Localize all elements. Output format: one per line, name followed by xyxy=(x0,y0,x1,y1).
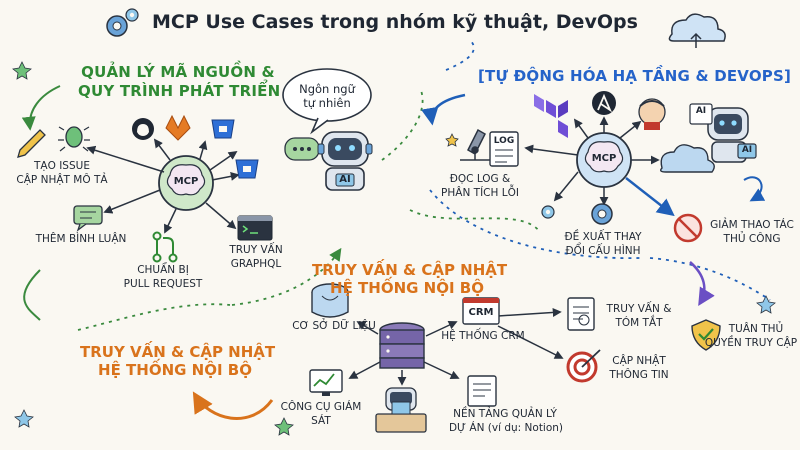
label-comment: THÊM BÌNH LUẬN xyxy=(35,233,127,245)
label-monitor-line-2: SÁT xyxy=(311,415,331,427)
label-logs-line-2: PHÂN TÍCH LỖI xyxy=(441,187,519,199)
crm-box-label: CRM xyxy=(468,307,494,318)
comment-icon xyxy=(73,205,103,232)
label-database: CƠ SỞ DỮ LIỆU xyxy=(292,320,376,332)
side-heading-internal-line-1: TRUY VẤN & CẬP NHẬT xyxy=(80,343,276,361)
hub-label-infra: MCP xyxy=(591,153,617,164)
gear-icon xyxy=(541,205,555,219)
label-logs-line-1: ĐỌC LOG & xyxy=(449,173,511,185)
robot-badge: AI xyxy=(339,174,351,185)
label-summary-line-2: TÓM TẮT xyxy=(615,317,663,329)
gear-icon xyxy=(106,8,139,37)
label-projects-line-1: NỀN TẢNG QUẢN LÝ xyxy=(453,408,557,420)
curved-arrow xyxy=(689,261,715,306)
label-crm: HỆ THỐNG CRM xyxy=(441,330,525,342)
bitbucket-icon xyxy=(235,159,259,179)
section-heading-internal-line-1: TRUY VẤN & CẬP NHẬT xyxy=(312,261,508,279)
comment-icon xyxy=(284,137,320,161)
label-pr-line-1: CHUẨN BỊ xyxy=(137,264,189,276)
section-heading-source-line-2: QUY TRÌNH PHÁT TRIỂN xyxy=(78,82,281,100)
robot-badge: AI xyxy=(741,145,753,155)
crm-icon xyxy=(462,297,500,325)
pencil-icon xyxy=(17,129,46,158)
log-document-icon xyxy=(489,131,519,167)
label-summary-line-1: TRUY VẤN & xyxy=(606,303,672,315)
robot-icon xyxy=(375,387,427,433)
speech-bubble-line-1: Ngôn ngữ xyxy=(299,82,355,96)
speech-bubble-line-2: tự nhiên xyxy=(303,96,351,110)
robot-badge: AI xyxy=(695,106,707,116)
label-access-line-2: QUYỀN TRUY CẬP xyxy=(704,337,798,349)
label-graphql-line-2: GRAPHQL xyxy=(230,258,282,270)
section-heading-internal-line-2: HỆ THỐNG NỘI BỘ xyxy=(330,279,484,297)
curved-arrow xyxy=(743,176,766,202)
label-projects-line-2: DỰ ÁN (ví dụ: Notion) xyxy=(448,422,564,434)
label-config-line-2: ĐỔI CẤU HÌNH xyxy=(565,245,641,257)
page-title: MCP Use Cases trong nhóm kỹ thuật, DevOp… xyxy=(152,11,638,33)
speech-bubble xyxy=(282,68,372,135)
microscope-icon xyxy=(460,128,490,161)
log-doc-label: LOG xyxy=(493,136,515,146)
database-icon xyxy=(311,283,349,318)
dashed-flow-lines xyxy=(77,39,771,331)
jenkins-icon xyxy=(638,98,666,130)
label-manual-line-2: THỦ CÔNG xyxy=(723,233,781,245)
section-heading-infra: [TỰ ĐỘNG HÓA HẠ TẦNG & DEVOPS] xyxy=(478,67,792,85)
label-access-line-1: TUÂN THỦ xyxy=(728,323,784,335)
no-hand-icon xyxy=(673,213,703,243)
curved-arrow xyxy=(23,269,41,321)
side-heading-internal-line-2: HỆ THỐNG NỘI BỘ xyxy=(98,361,252,379)
gitlab-icon xyxy=(165,114,191,141)
gear-icon xyxy=(591,203,613,225)
document-icon xyxy=(467,375,497,407)
pull-request-icon xyxy=(152,231,178,263)
mcp-hub-source xyxy=(158,155,214,211)
ansible-icon xyxy=(592,91,616,115)
robot-icon xyxy=(317,131,373,191)
hub-label-source: MCP xyxy=(173,176,199,187)
github-icon xyxy=(132,118,154,140)
label-pr-line-2: PULL REQUEST xyxy=(123,278,203,290)
terminal-icon xyxy=(237,215,273,241)
section-heading-source-line-1: QUẢN LÝ MÃ NGUỒN & xyxy=(81,63,275,81)
server-stack-icon xyxy=(379,322,425,369)
bitbucket-icon xyxy=(211,119,235,139)
target-icon xyxy=(566,349,601,383)
curved-arrow xyxy=(21,85,61,131)
cloud-upload-icon xyxy=(668,13,726,48)
label-update-line-1: CẬP NHẬT xyxy=(612,355,666,367)
robot-icon xyxy=(689,103,757,163)
label-update-line-2: THÔNG TIN xyxy=(609,369,669,381)
label-config-line-1: ĐỀ XUẤT THAY xyxy=(564,231,642,243)
shield-check-icon xyxy=(691,319,721,351)
sparkle-decoration xyxy=(12,61,776,436)
document-icon xyxy=(567,297,595,331)
label-manual-line-1: GIẢM THAO TÁC xyxy=(710,219,794,231)
curved-arrow xyxy=(192,391,274,420)
terraform-icon xyxy=(534,94,568,138)
label-issue-line-1: TẠO ISSUE xyxy=(34,160,90,172)
monitor-chart-icon xyxy=(309,369,343,396)
label-monitor-line-1: CÔNG CỤ GIÁM xyxy=(280,401,362,413)
curved-arrow xyxy=(421,93,466,126)
cloud-icon xyxy=(659,144,715,173)
label-issue-line-2: CẬP NHẬT MÔ TẢ xyxy=(16,174,108,186)
bug-icon xyxy=(58,126,90,152)
label-graphql-line-1: TRUY VẤN xyxy=(229,244,283,256)
